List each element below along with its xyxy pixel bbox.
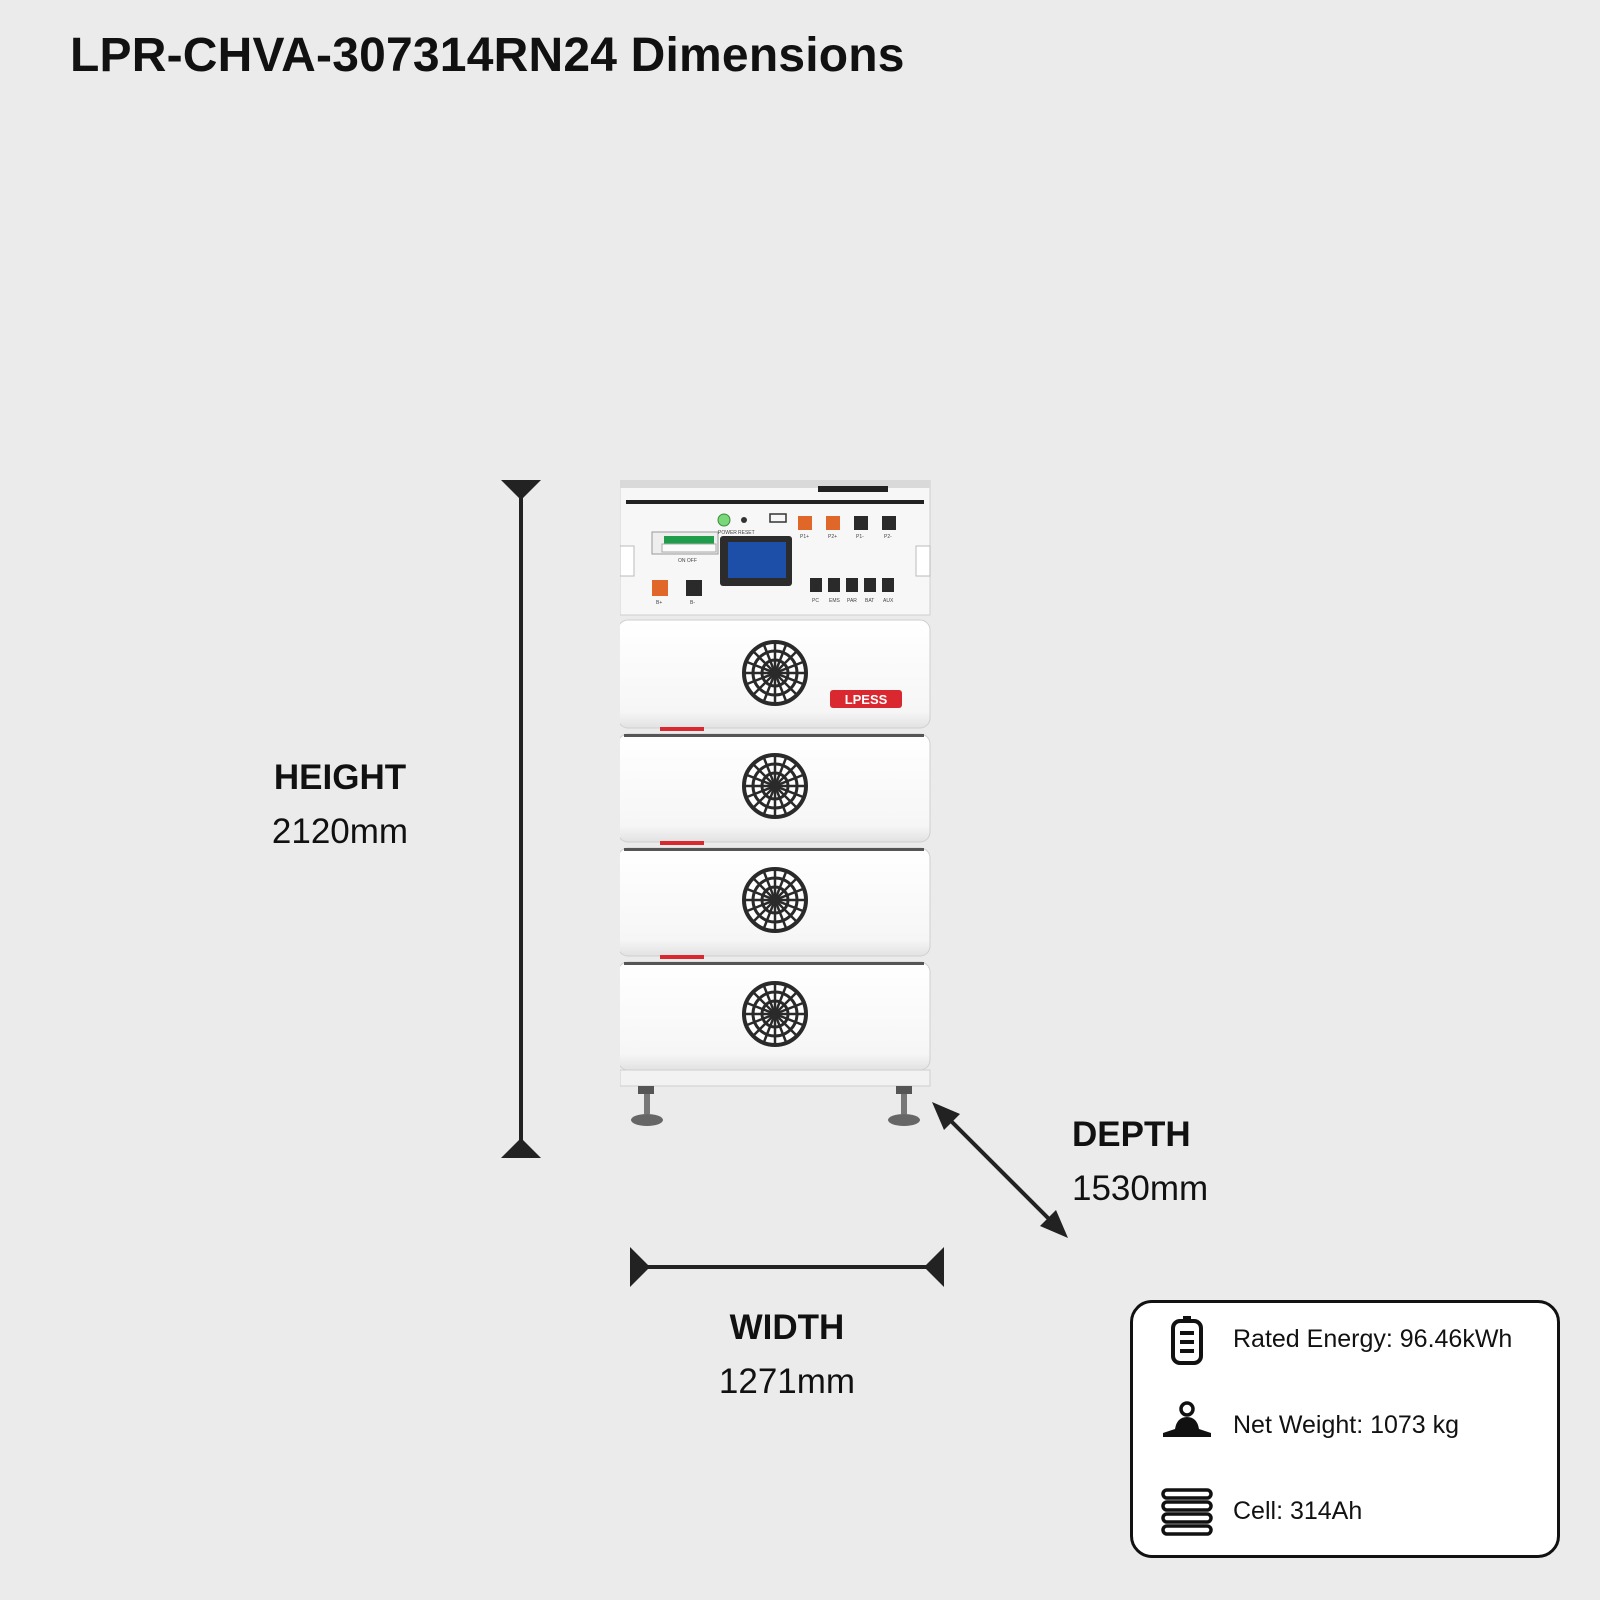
battery-module bbox=[620, 961, 931, 1071]
terminal-label: B- bbox=[690, 600, 695, 606]
depth-value: 1530mm bbox=[1072, 1169, 1209, 1208]
spec-cell-text: Cell: 314Ah bbox=[1233, 1497, 1363, 1525]
terminal-label: P2- bbox=[884, 534, 892, 540]
port-label: PC bbox=[812, 598, 819, 604]
width-name: WIDTH bbox=[729, 1308, 845, 1347]
battery-module bbox=[620, 733, 931, 845]
reset-label: RESET bbox=[738, 530, 755, 536]
spec-card: Rated Energy: 96.46kWh Net Weight: 1073 … bbox=[1130, 1300, 1560, 1558]
terminal-label: P1+ bbox=[800, 534, 809, 540]
battery-module: LPESS bbox=[620, 619, 931, 731]
depth-arrow bbox=[932, 1102, 1068, 1238]
terminal-label: P2+ bbox=[828, 534, 837, 540]
terminal-label: P1- bbox=[856, 534, 864, 540]
width-value: 1271mm bbox=[718, 1362, 856, 1401]
spec-energy-text: Rated Energy: 96.46kWh bbox=[1233, 1325, 1513, 1353]
battery-cabinet-illustration: ON OFF POWER RESET P1+ P2+ P1- P2- B+ B- bbox=[620, 480, 931, 1126]
terminal-label: B+ bbox=[656, 600, 662, 606]
page-title: LPR-CHVA-307314RN24 Dimensions bbox=[70, 29, 905, 82]
port-label: PAR bbox=[847, 598, 857, 604]
depth-name: DEPTH bbox=[1072, 1115, 1191, 1154]
spec-row-energy: Rated Energy: 96.46kWh bbox=[1133, 1315, 1557, 1365]
switch-label: ON OFF bbox=[678, 558, 697, 564]
height-name: HEIGHT bbox=[273, 758, 407, 797]
brand-logo: LPESS bbox=[830, 690, 902, 708]
power-label: POWER bbox=[718, 530, 737, 536]
height-value: 2120mm bbox=[271, 812, 409, 851]
port-label: EMS bbox=[829, 598, 841, 604]
spec-row-cell: Cell: 314Ah bbox=[1133, 1487, 1557, 1537]
width-arrow bbox=[630, 1247, 944, 1287]
height-label: HEIGHT 2120mm bbox=[230, 758, 450, 852]
port-label: AUX bbox=[883, 598, 894, 604]
port-label: BAT bbox=[865, 598, 874, 604]
spec-row-weight: Net Weight: 1073 kg bbox=[1133, 1401, 1557, 1451]
cabinet-base bbox=[620, 1069, 931, 1126]
svg-text:LPESS: LPESS bbox=[845, 692, 888, 707]
weight-icon bbox=[1163, 1401, 1211, 1437]
height-arrow bbox=[501, 480, 541, 1158]
spec-weight-text: Net Weight: 1073 kg bbox=[1233, 1411, 1460, 1439]
control-box: ON OFF POWER RESET P1+ P2+ P1- P2- B+ B- bbox=[620, 480, 931, 616]
depth-label: DEPTH 1530mm bbox=[1072, 1115, 1208, 1209]
width-label: WIDTH 1271mm bbox=[677, 1308, 897, 1402]
battery-module bbox=[620, 847, 931, 959]
battery-icon bbox=[1171, 1316, 1203, 1365]
cell-stack-icon bbox=[1161, 1488, 1213, 1536]
